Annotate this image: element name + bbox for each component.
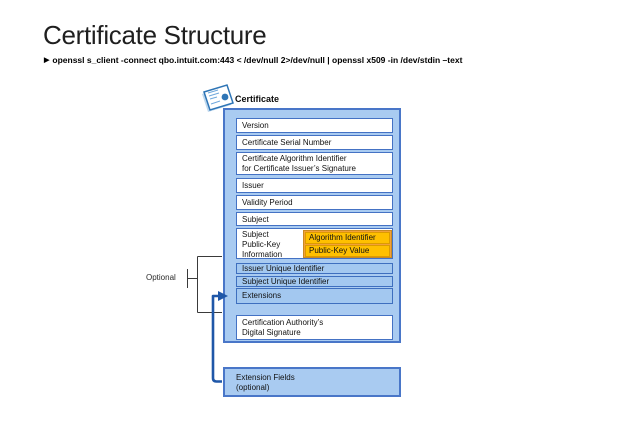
- ca-signature-line2: Digital Signature: [242, 328, 301, 337]
- field-subject-unique-identifier: Subject Unique Identifier: [236, 276, 393, 287]
- field-extensions: Extensions: [236, 288, 393, 304]
- field-version: Version: [236, 118, 393, 133]
- field-spki-algorithm-identifier: Algorithm Identifier: [305, 232, 390, 244]
- field-issuer: Issuer: [236, 178, 393, 193]
- field-algorithm-identifier-line1: Certificate Algorithm Identifier: [242, 154, 347, 163]
- field-ca-digital-signature: Certification Authority’s Digital Signat…: [236, 315, 393, 340]
- spki-label-line2: Public-Key: [242, 240, 281, 249]
- optional-label: Optional: [146, 273, 176, 282]
- extension-fields-box: Extension Fields (optional): [223, 367, 401, 397]
- field-algorithm-identifier: Certificate Algorithm Identifier for Cer…: [236, 152, 393, 175]
- spki-orange-frame: Algorithm Identifier Public-Key Value: [303, 230, 392, 258]
- field-algorithm-identifier-line2: for Certificate Issuer’s Signature: [242, 164, 356, 173]
- optional-bracket: [187, 256, 222, 313]
- extension-fields-line1: Extension Fields: [236, 373, 295, 382]
- field-serial-number: Certificate Serial Number: [236, 135, 393, 150]
- certificate-container: Version Certificate Serial Number Certif…: [223, 108, 401, 343]
- field-subject: Subject: [236, 212, 393, 226]
- openssl-command-bullet: ▶openssl s_client -connect qbo.intuit.co…: [44, 55, 462, 65]
- ca-signature-line1: Certification Authority’s: [242, 318, 324, 327]
- field-validity-period: Validity Period: [236, 195, 393, 210]
- openssl-command-text: openssl s_client -connect qbo.intuit.com…: [52, 55, 463, 65]
- bullet-icon: ▶: [44, 57, 50, 64]
- page-title: Certificate Structure: [43, 20, 267, 50]
- spki-label-line1: Subject: [242, 230, 269, 239]
- field-spki-public-key-value: Public-Key Value: [305, 245, 390, 257]
- field-subject-public-key-info: Subject Public-Key Information Algorithm…: [236, 228, 393, 259]
- spki-label-line3: Information: [242, 250, 283, 259]
- extension-fields-line2: (optional): [236, 383, 270, 392]
- field-issuer-unique-identifier: Issuer Unique Identifier: [236, 263, 393, 274]
- certificate-title: Certificate: [235, 94, 280, 104]
